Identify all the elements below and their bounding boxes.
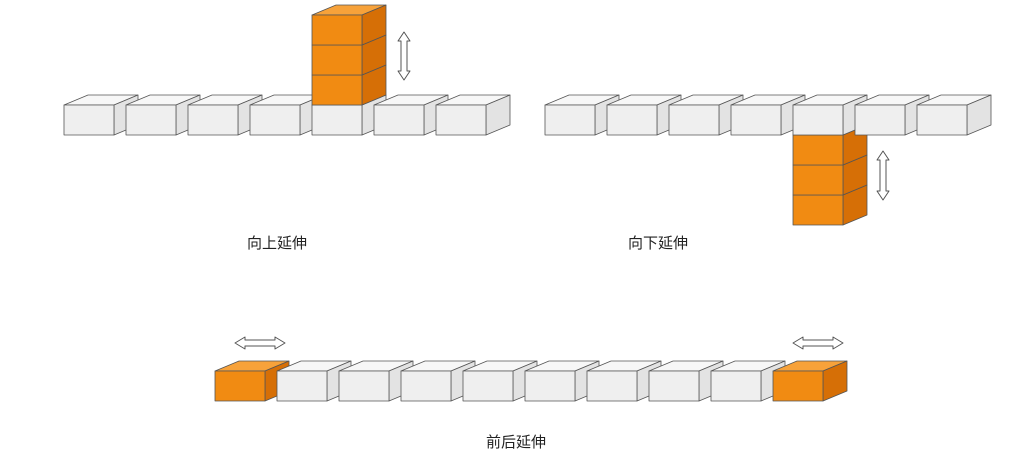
row-block-1-front-face [544, 104, 596, 136]
row-block-2-front-face [276, 370, 328, 402]
row-block-8-front-face [648, 370, 700, 402]
caption-upward-extension: 向上延伸 [247, 234, 308, 252]
hanging-orange-block-3 [792, 184, 868, 226]
row-block-6-front-face [854, 104, 906, 136]
caption-front-back-extension: 前后延伸 [486, 433, 547, 451]
horizontal-double-arrow-icon [234, 336, 286, 350]
upward-extension-group [63, 4, 511, 136]
row-block-5-front-face [311, 104, 363, 136]
end-orange-block-10-front-face [772, 370, 824, 402]
row-block-2-front-face [125, 104, 177, 136]
end-orange-block-10 [772, 360, 848, 402]
row-block-6-front-face [373, 104, 425, 136]
row-block-5-front-face [792, 104, 844, 136]
row-block-7 [435, 94, 511, 136]
row-block-1-front-face [63, 104, 115, 136]
end-orange-block-1-front-face [214, 370, 266, 402]
hanging-orange-block-2 [792, 154, 868, 196]
stacked-orange-block-1-front-face [311, 74, 363, 106]
front-back-extension-group [214, 336, 848, 402]
row-block-7-front-face [435, 104, 487, 136]
row-block-6-front-face [524, 370, 576, 402]
row-block-3-front-face [668, 104, 720, 136]
row-block-3-front-face [338, 370, 390, 402]
row-block-7 [916, 94, 992, 136]
stacked-orange-block-3 [311, 4, 387, 46]
row-block-9-front-face [710, 370, 762, 402]
vertical-double-arrow-icon [876, 150, 890, 201]
vertical-double-arrow-icon [397, 31, 411, 81]
row-block-7-front-face [586, 370, 638, 402]
row-block-4-front-face [730, 104, 782, 136]
row-block-2-front-face [606, 104, 658, 136]
caption-downward-extension: 向下延伸 [628, 234, 689, 252]
stacked-orange-block-3-front-face [311, 14, 363, 46]
row-block-7-front-face [916, 104, 968, 136]
row-block-3-front-face [187, 104, 239, 136]
horizontal-double-arrow-icon [792, 336, 844, 350]
hanging-orange-block-2-front-face [792, 164, 844, 196]
row-block-2 [125, 94, 201, 136]
downward-extension-group [544, 94, 992, 226]
row-block-4-front-face [249, 104, 301, 136]
hanging-orange-block-1-front-face [792, 134, 844, 166]
hanging-orange-block-3-front-face [792, 194, 844, 226]
row-block-5-front-face [462, 370, 514, 402]
row-block-4-front-face [400, 370, 452, 402]
stacked-orange-block-1 [311, 64, 387, 106]
stacked-orange-block-2 [311, 34, 387, 76]
stacked-orange-block-2-front-face [311, 44, 363, 76]
